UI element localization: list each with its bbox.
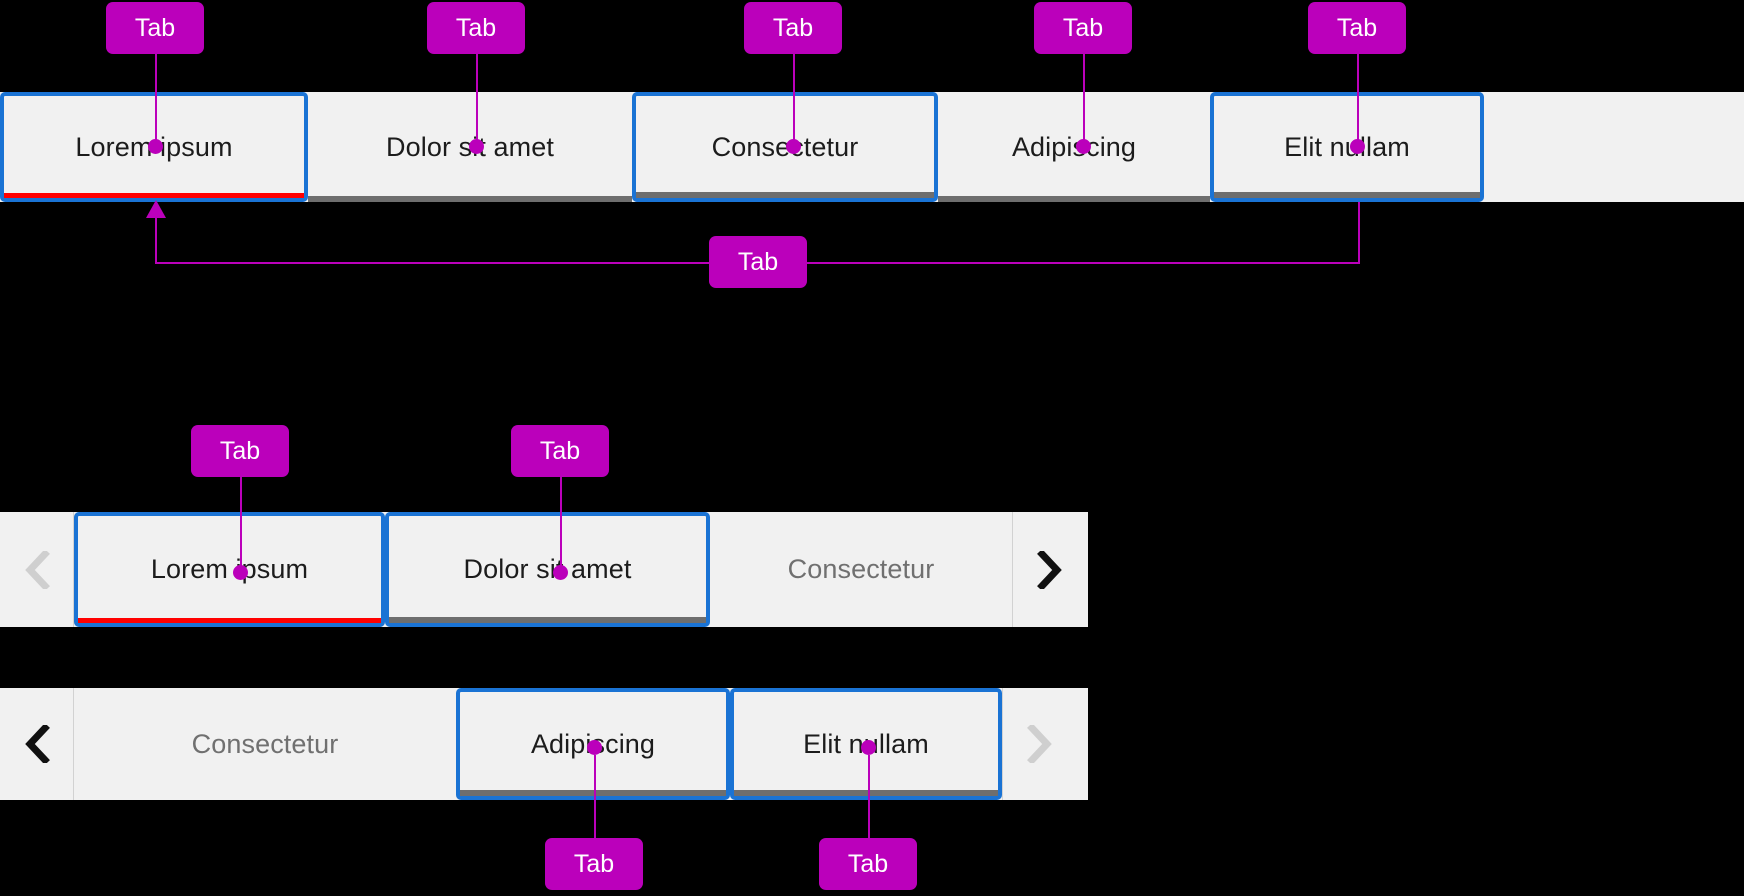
callout-anchor-dot bbox=[469, 139, 484, 154]
callout-tab-role: Tab bbox=[1034, 2, 1132, 54]
callout-anchor-dot bbox=[1076, 139, 1091, 154]
callout-label: Tab bbox=[134, 13, 176, 42]
callout-label: Tab bbox=[737, 247, 779, 276]
tab-label: Consectetur bbox=[191, 728, 339, 759]
callout-anchor-dot bbox=[553, 565, 568, 580]
callout-anchor-dot bbox=[786, 139, 801, 154]
callout-anchor-dot bbox=[1350, 139, 1365, 154]
tab-indicator bbox=[389, 617, 706, 623]
callout-leader-line bbox=[155, 50, 157, 146]
callout-arrowhead-icon bbox=[146, 200, 166, 218]
callout-anchor-dot bbox=[148, 139, 163, 154]
tab-label: Dolor sit amet bbox=[463, 554, 632, 584]
callout-tablist-role: Tab bbox=[709, 236, 807, 288]
tab-consectetur[interactable]: Consectetur bbox=[710, 512, 1012, 627]
tablist-filler bbox=[1484, 92, 1744, 202]
callout-label: Tab bbox=[539, 436, 581, 465]
tablist-scrollable-start[interactable]: Lorem ipsum Dolor sit amet Consectetur bbox=[0, 512, 1088, 627]
chevron-right-icon bbox=[1027, 725, 1052, 763]
tab-label: Consectetur bbox=[787, 554, 935, 584]
callout-anchor-dot bbox=[233, 565, 248, 580]
tab-indicator bbox=[734, 790, 998, 796]
callout-leader-line bbox=[868, 755, 870, 845]
tab-consectetur[interactable]: Consectetur bbox=[632, 92, 938, 202]
callout-tab-role: Tab bbox=[191, 425, 289, 477]
callout-tab-role: Tab bbox=[545, 838, 643, 890]
callout-tab-role: Tab bbox=[819, 838, 917, 890]
callout-leader-line bbox=[476, 50, 478, 146]
chevron-left-icon bbox=[25, 725, 50, 763]
callout-label: Tab bbox=[455, 13, 497, 42]
tab-adipiscing[interactable]: Adipiscing bbox=[938, 92, 1210, 202]
callout-label: Tab bbox=[219, 436, 261, 465]
tab-label: Adipiscing bbox=[1011, 131, 1137, 162]
tab-label: Elit nullam bbox=[1284, 131, 1410, 162]
tab-selected-indicator bbox=[78, 618, 381, 623]
callout-leader-line bbox=[560, 473, 562, 572]
callout-label: Tab bbox=[847, 849, 889, 878]
chevron-right-icon bbox=[1037, 550, 1062, 589]
scroll-next-button[interactable] bbox=[1012, 512, 1086, 627]
scroll-next-button[interactable] bbox=[1002, 688, 1076, 800]
tab-consectetur[interactable]: Consectetur bbox=[74, 688, 456, 800]
callout-anchor-dot bbox=[587, 740, 602, 755]
tablist-scrollable-end[interactable]: Consectetur Adipiscing Elit nullam bbox=[0, 688, 1088, 800]
callout-anchor-dot bbox=[861, 740, 876, 755]
tab-indicator bbox=[308, 196, 632, 202]
tablist-full-width[interactable]: Lorem ipsum Dolor sit amet Consectetur A… bbox=[0, 92, 1744, 202]
tab-indicator bbox=[460, 790, 726, 796]
callout-leader-line bbox=[793, 50, 795, 146]
callout-leader-line bbox=[594, 755, 596, 845]
tab-indicator bbox=[938, 196, 1210, 202]
chevron-left-icon bbox=[25, 550, 50, 589]
callout-tab-role: Tab bbox=[744, 2, 842, 54]
callout-leader-line bbox=[1358, 202, 1360, 263]
tab-elit-nullam[interactable]: Elit nullam bbox=[1210, 92, 1484, 202]
callout-leader-line bbox=[1083, 50, 1085, 146]
tab-label: Lorem ipsum bbox=[150, 554, 309, 584]
callout-tab-role: Tab bbox=[427, 2, 525, 54]
tab-indicator bbox=[636, 192, 934, 198]
callout-tab-role: Tab bbox=[1308, 2, 1406, 54]
tab-indicator bbox=[1214, 192, 1480, 198]
callout-label: Tab bbox=[573, 849, 615, 878]
callout-tab-role: Tab bbox=[511, 425, 609, 477]
callout-leader-line bbox=[240, 473, 242, 572]
tab-lorem-ipsum[interactable]: Lorem ipsum bbox=[74, 512, 385, 627]
callout-label: Tab bbox=[1062, 13, 1104, 42]
callout-leader-line bbox=[155, 212, 157, 264]
callout-tab-role: Tab bbox=[106, 2, 204, 54]
callout-leader-line bbox=[1357, 50, 1359, 146]
scroll-prev-button[interactable] bbox=[0, 512, 74, 627]
callout-label: Tab bbox=[1336, 13, 1378, 42]
tab-selected-indicator bbox=[4, 193, 304, 198]
callout-label: Tab bbox=[772, 13, 814, 42]
tab-label: Consectetur bbox=[711, 131, 859, 162]
tab-dolor-sit-amet[interactable]: Dolor sit amet bbox=[385, 512, 710, 627]
scroll-prev-button[interactable] bbox=[0, 688, 74, 800]
